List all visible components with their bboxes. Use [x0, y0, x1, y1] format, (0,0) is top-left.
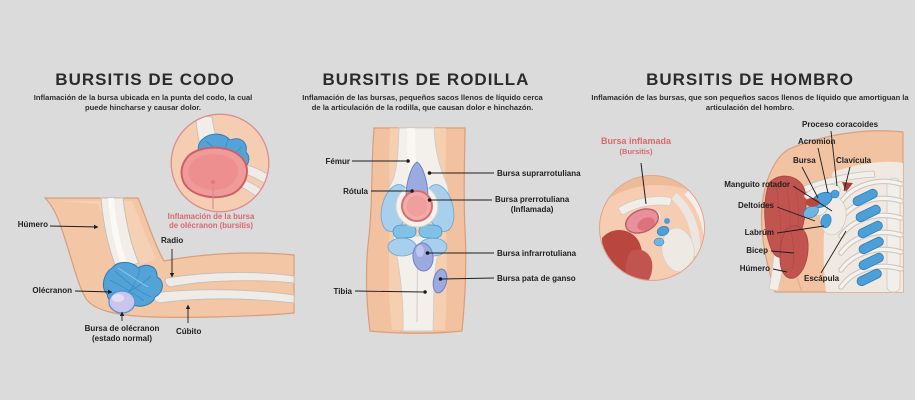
- shoulder-illustration: [599, 130, 904, 293]
- humerus-highlight: [108, 198, 127, 264]
- page-title-hombro: BURSITIS DE HOMBRO: [646, 70, 854, 89]
- infrapatellar-highlight: [416, 245, 424, 257]
- label-radio: Radio: [161, 236, 184, 245]
- label-bursa-inflamada: Bursa inflamada (Bursitis): [600, 136, 672, 156]
- panel-bursitis-codo: BURSITIS DE CODO Inflamación de la bursa…: [0, 0, 295, 400]
- ulna-bone: [151, 289, 295, 304]
- knee-label-dots: [406, 159, 443, 294]
- inset-pointer-line-shoulder: [640, 162, 647, 205]
- label-rotula: Rótula: [343, 187, 368, 196]
- label-bursa-prerrotuliana: Bursa prerrotuliana (Inflamada): [495, 195, 570, 214]
- label-cubito: Cúbito: [176, 327, 202, 336]
- label-femur: Fémur: [325, 157, 350, 166]
- label-escapula: Escápula: [804, 274, 840, 283]
- label-bursa: Bursa: [793, 156, 816, 165]
- muscle-red-clavicle: [842, 182, 853, 192]
- olecranon-bursa-normal: [108, 290, 136, 314]
- panel-bursitis-hombro: BURSITIS DE HOMBRO Inflamación de las bu…: [590, 0, 915, 400]
- label-bursa-infrarrotuliana: Bursa infrarrotuliana: [497, 249, 577, 258]
- panel-bursitis-rodilla: BURSITIS DE RODILLA Inflamación de las b…: [295, 0, 590, 400]
- page-title-rodilla: BURSITIS DE RODILLA: [322, 70, 530, 89]
- label-humero: Húmero: [17, 220, 48, 229]
- label-proceso-coracoides: Proceso coracoides: [802, 120, 879, 129]
- label-acromion: Acromion: [798, 137, 836, 146]
- elbow-illustration: [43, 113, 295, 323]
- knee-label-lines: [352, 160, 495, 293]
- label-deltoides: Deltoides: [737, 201, 774, 210]
- subtitle-codo: Inflamación de la bursa ubicada en la pu…: [33, 93, 253, 113]
- elbow-label-lines: [49, 224, 191, 323]
- pata-de-ganso-bursa: [432, 268, 448, 294]
- label-bursa-pata-de-ganso: Bursa pata de ganso: [497, 274, 576, 283]
- label-humero-hombro: Húmero: [739, 264, 770, 273]
- olecranon-bursa-highlight: [112, 294, 124, 302]
- shoulder-label-lines: [770, 130, 851, 274]
- label-labrum: Labrúm: [744, 228, 774, 237]
- page-title-codo: BURSITIS DE CODO: [55, 70, 235, 89]
- label-bursa-olecranon-normal: Bursa de olécranon (estado normal): [84, 324, 160, 343]
- bicep-muscle: [779, 225, 809, 279]
- radius-bone: [164, 272, 295, 288]
- label-olecranon: Olécranon: [32, 286, 72, 295]
- menisci: [392, 224, 443, 239]
- prepatellar-bursa-inner: [406, 195, 428, 217]
- subtitle-hombro: Inflamación de las bursas, que son peque…: [591, 93, 909, 113]
- label-bursa-suprarrotuliana: Bursa suprarrotuliana: [497, 169, 581, 178]
- label-bicep: Bicep: [746, 246, 768, 255]
- costal-cartilages: [852, 188, 884, 287]
- label-manguito-rotador: Manguito rotador: [724, 180, 790, 189]
- label-tibia: Tibia: [333, 287, 352, 296]
- knee-illustration: [352, 127, 495, 334]
- label-clavicula: Clavícula: [836, 156, 872, 165]
- subtitle-rodilla: Inflamación de las bursas, pequeños saco…: [302, 93, 543, 113]
- label-inflamacion-bursa: Inflamación de la bursa de olécranon (bu…: [167, 212, 255, 231]
